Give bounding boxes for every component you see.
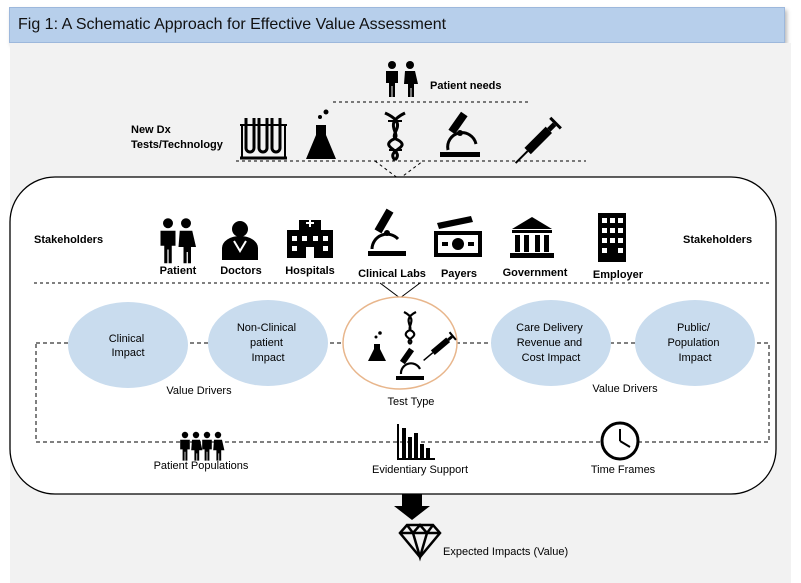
microscope-icon: [440, 111, 480, 157]
svg-text:Public/ Population: Public/ Population Impact: [667, 322, 722, 364]
public-impact-ellipse: Public/ Population Impact: [635, 300, 755, 386]
doctor-icon: [222, 221, 258, 260]
flask-icon: [306, 109, 336, 159]
dna-icon: [384, 111, 406, 162]
down-arrow-icon: [394, 494, 430, 520]
syringe-icon: [514, 116, 562, 164]
value-drivers-right-label: Value Drivers: [592, 383, 658, 395]
stakeholder-label-patient: Patient: [160, 265, 197, 277]
patient-populations-label: Patient Populations: [154, 460, 249, 472]
diamond-icon: [398, 523, 442, 562]
figure-title: Fig 1: A Schematic Approach for Effectiv…: [18, 16, 447, 33]
stakeholders-right-label: Stakeholders: [683, 234, 752, 246]
test-type-flask-icon: [368, 331, 386, 361]
test-type-syringe-icon: [423, 331, 457, 362]
svg-text:Clinical Impact: Clinical Impact: [109, 333, 148, 359]
value-drivers-left-label: Value Drivers: [166, 385, 232, 397]
svg-text:Non-Clinical patient: Non-Clinical patient Impact: [237, 322, 299, 364]
employer-icon: [598, 213, 626, 262]
funnel-pointer: [374, 160, 424, 180]
time-frames-clock-icon: [600, 421, 640, 461]
evidentiary-support-label: Evidentiary Support: [372, 464, 468, 476]
hospital-icon: [287, 219, 333, 258]
stakeholder-label-payers: Payers: [441, 268, 477, 280]
patient-needs-icon: [386, 61, 418, 97]
figure-title-bar: Fig 1: A Schematic Approach for Effectiv…: [9, 7, 785, 43]
stakeholder-label-doctors: Doctors: [220, 265, 262, 277]
test-tube-rack-icon: [240, 118, 287, 160]
test-type-dna-icon: [403, 311, 417, 345]
clinical-impact-ellipse: Clinical Impact: [68, 302, 188, 388]
patient-needs-label: Patient needs: [430, 80, 502, 92]
expected-impacts-label: Expected Impacts (Value): [443, 546, 568, 558]
test-type-circle: [342, 296, 458, 390]
stakeholders-left-label: Stakeholders: [34, 234, 103, 246]
stakeholder-label-hospitals: Hospitals: [285, 265, 335, 277]
test-type-label: Test Type: [388, 396, 435, 408]
payers-icon: [434, 216, 482, 257]
new-dx-label: New Dx Tests/Technology: [131, 124, 224, 151]
svg-text:Care Delivery Revenue an: Care Delivery Revenue and Cost Impact: [516, 322, 586, 364]
evidentiary-support-icon: [397, 424, 435, 460]
care-delivery-impact-ellipse: Care Delivery Revenue and Cost Impact: [491, 300, 611, 386]
clinical-labs-icon: [368, 208, 406, 256]
stakeholder-label-government: Government: [503, 267, 568, 279]
stakeholder-label-clinical-labs: Clinical Labs: [358, 268, 426, 280]
stakeholder-label-employer: Employer: [593, 269, 644, 281]
government-icon: [510, 217, 554, 258]
non-clinical-impact-ellipse: Non-Clinical patient Impact: [208, 300, 328, 386]
time-frames-label: Time Frames: [591, 464, 656, 476]
test-type-microscope-icon: [396, 347, 424, 380]
